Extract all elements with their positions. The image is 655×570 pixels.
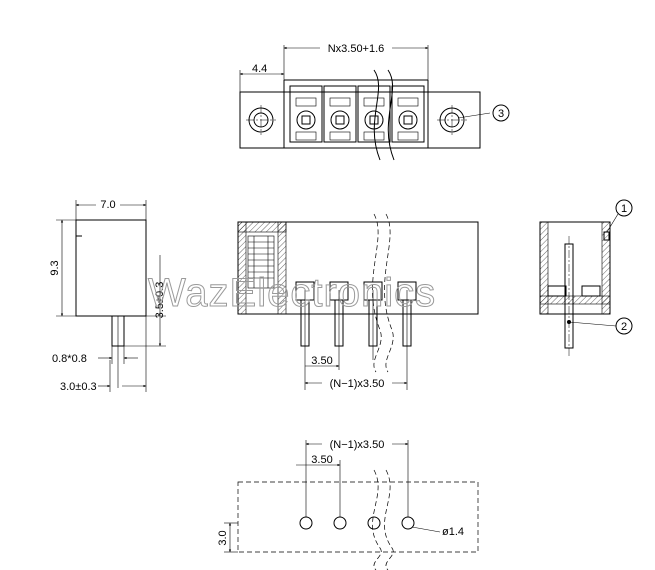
front-pitch-dim: 3.50 xyxy=(311,355,332,367)
footprint-hole xyxy=(299,516,313,530)
front-view: 3.50 (N−1)x3.50 xyxy=(237,213,479,390)
top-view-terminals xyxy=(289,85,425,143)
side-view-outline xyxy=(75,219,147,317)
side-pin-size-dim: 0.8*0.8 xyxy=(52,353,87,365)
side-pin-height-dim: 3.5±0.3 xyxy=(154,282,166,319)
footprint-pitch-dim: 3.50 xyxy=(311,454,332,466)
front-span-dim: (N−1)x3.50 xyxy=(330,378,385,390)
top-view-outline xyxy=(239,91,481,149)
front-spring xyxy=(247,235,275,289)
pcb-footprint: (N−1)x3.50 3.50 3.0 ø1.4 xyxy=(217,437,479,570)
footprint-outline xyxy=(237,481,479,553)
side-height-dim: 9.3 xyxy=(49,260,61,275)
callout-2-circle xyxy=(615,317,633,335)
side-pin-offset-dim: 3.0±0.3 xyxy=(60,381,97,393)
front-pins xyxy=(300,290,412,390)
footprint-hole-dim: ø1.4 xyxy=(442,526,464,538)
mount-hole-left xyxy=(246,105,276,135)
callout-1-circle xyxy=(615,199,633,217)
top-overall-dim: Nx3.50+1.6 xyxy=(328,43,385,55)
footprint-hole xyxy=(367,516,381,530)
top-flange-dim: 4.4 xyxy=(252,63,267,75)
footprint-hole xyxy=(333,516,347,530)
side-view: 7.0 9.3 3.5±0.3 0.8*0.8 3.0±0.3 xyxy=(49,198,166,393)
callout-1: 1 xyxy=(621,203,627,215)
callout-2: 2 xyxy=(621,321,627,333)
side-width-dim: 7.0 xyxy=(100,199,115,211)
end-view: 1 2 xyxy=(539,199,633,356)
watermark-text: WazElectronics xyxy=(148,271,436,315)
callout-3-circle xyxy=(492,104,510,122)
top-view: Nx3.50+1.6 4.4 3 xyxy=(239,41,510,161)
footprint-span-dim: (N−1)x3.50 xyxy=(330,439,385,451)
callout-3: 3 xyxy=(498,108,504,120)
mount-hole-right xyxy=(437,105,467,135)
footprint-row-dim: 3.0 xyxy=(217,530,229,545)
